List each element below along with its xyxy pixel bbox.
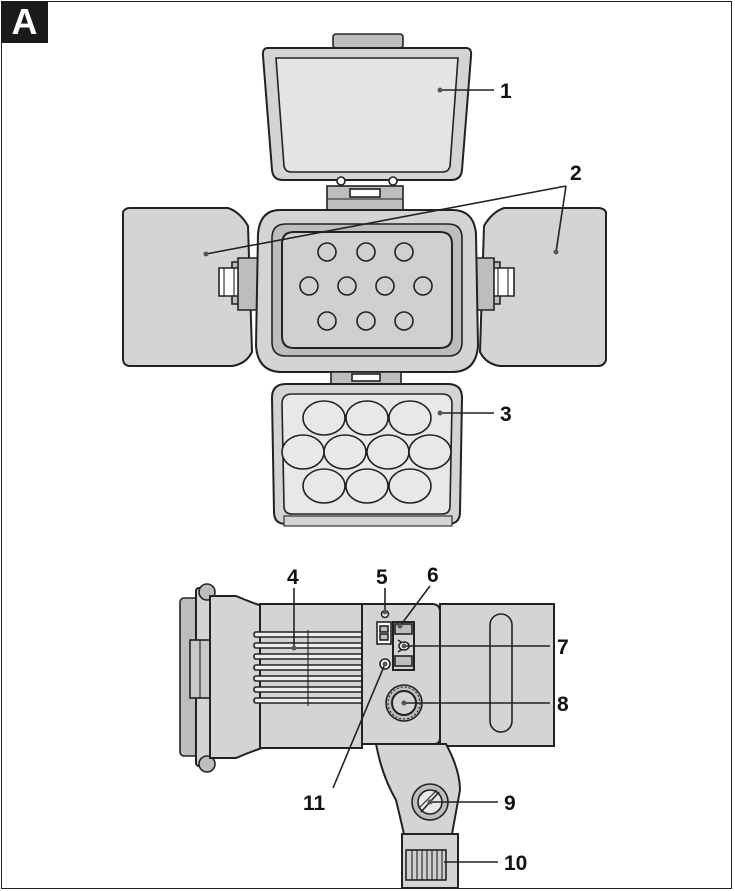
diffuser-filter	[270, 383, 464, 527]
vent-slots	[253, 630, 365, 706]
callout-9: 9	[427, 792, 516, 815]
callout-1-number: 1	[500, 80, 512, 103]
callout-10: 10	[444, 852, 527, 875]
shoe-mount	[374, 743, 462, 889]
shoe-adapter	[405, 849, 447, 881]
callout-4: 4	[287, 566, 299, 651]
front-hood	[179, 583, 263, 773]
right-flap	[469, 207, 607, 367]
callout-7: 7	[401, 636, 569, 659]
diffuser-lenses	[281, 400, 452, 504]
callout-5-number: 5	[376, 566, 388, 589]
callout-6-number: 6	[427, 564, 439, 587]
light-body	[254, 209, 480, 385]
callout-3-number: 3	[500, 403, 512, 426]
callout-1: 1	[437, 80, 512, 103]
callout-11: 11	[303, 661, 388, 815]
section-label: A	[1, 1, 48, 43]
callout-8: 8	[401, 693, 569, 716]
callout-8-number: 8	[557, 693, 569, 716]
led-array	[299, 242, 433, 331]
top-view	[122, 33, 607, 527]
controls	[376, 609, 423, 722]
callout-10-number: 10	[504, 852, 527, 875]
callout-4-number: 4	[287, 566, 299, 589]
callout-2-number: 2	[570, 162, 582, 185]
callout-11-number: 11	[303, 792, 326, 815]
side-view	[179, 583, 555, 889]
callout-3: 3	[437, 403, 512, 426]
callout-7-number: 7	[557, 636, 569, 659]
callouts: 1 2 3 4 5 6 7	[203, 80, 582, 875]
top-flap	[261, 33, 473, 213]
callout-5: 5	[376, 566, 388, 615]
callout-9-number: 9	[504, 792, 516, 815]
callout-6: 6	[397, 564, 439, 629]
left-flap	[122, 207, 263, 367]
callout-2: 2	[203, 162, 582, 257]
